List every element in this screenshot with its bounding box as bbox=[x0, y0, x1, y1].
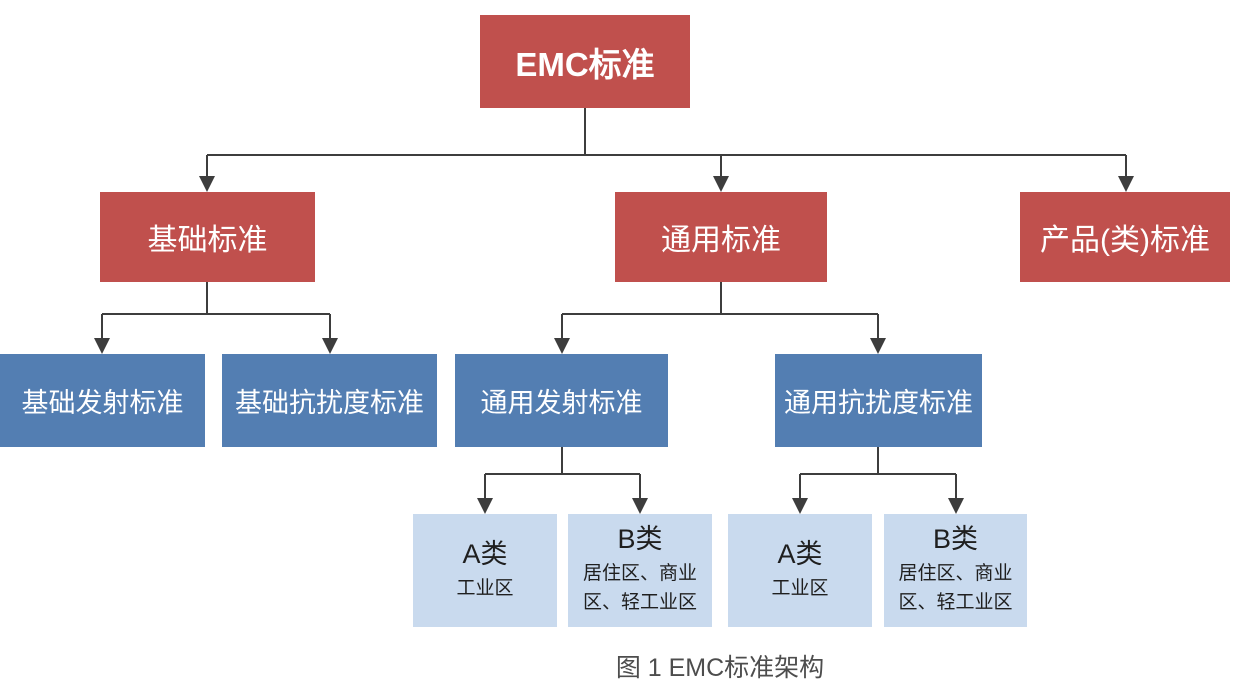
class-a-left-desc: 工业区 bbox=[456, 577, 514, 599]
class-b-left-title: B类 bbox=[617, 524, 663, 555]
class-b-left-desc: 居住区、商业区、轻工业区 bbox=[582, 562, 697, 614]
node-generic-immunity-standard: 通用抗扰度标准 bbox=[775, 354, 982, 447]
class-a-left-title: A类 bbox=[462, 538, 508, 569]
node-class-b-left: B类 居住区、商业区、轻工业区 bbox=[568, 514, 712, 627]
figure-caption: 图 1 EMC标准架构 bbox=[615, 654, 825, 682]
node-class-a-left: A类 工业区 bbox=[413, 514, 557, 627]
class-a-right-desc: 工业区 bbox=[771, 577, 829, 599]
node-class-b-right: B类 居住区、商业区、轻工业区 bbox=[884, 514, 1027, 627]
node-generic-emission-standard: 通用发射标准 bbox=[455, 354, 668, 447]
class-a-right-title: A类 bbox=[777, 538, 823, 569]
class-b-right-title: B类 bbox=[932, 524, 978, 555]
node-emc-standard: EMC标准 bbox=[480, 15, 690, 108]
node-class-a-right: A类 工业区 bbox=[728, 514, 872, 627]
node-basic-immunity-standard: 基础抗扰度标准 bbox=[222, 354, 437, 447]
class-b-right-desc: 居住区、商业区、轻工业区 bbox=[898, 562, 1013, 614]
node-generic-standard: 通用标准 bbox=[615, 192, 827, 282]
node-basic-standard: 基础标准 bbox=[100, 192, 315, 282]
node-product-standard: 产品(类)标准 bbox=[1020, 192, 1230, 282]
node-basic-emission-standard: 基础发射标准 bbox=[0, 354, 205, 447]
tree-rail-lines bbox=[102, 108, 1126, 475]
